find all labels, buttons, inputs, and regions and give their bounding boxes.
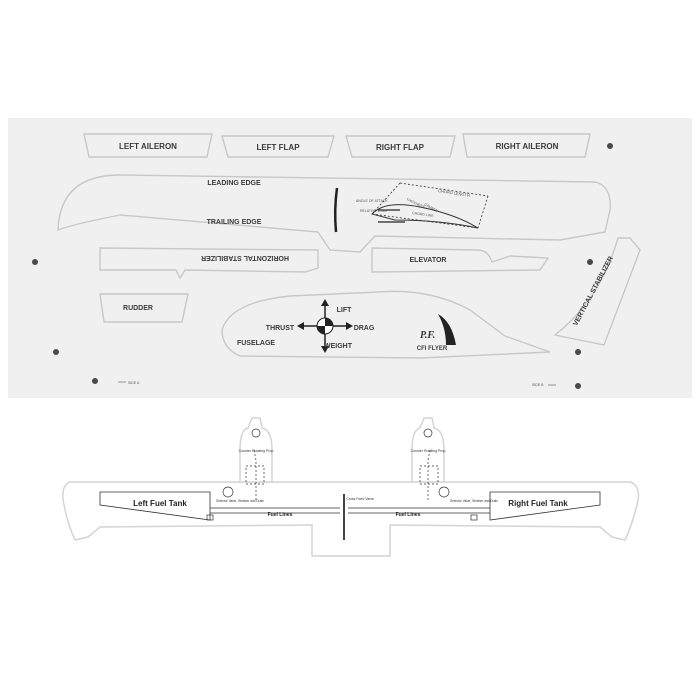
rudder-label: RUDDER xyxy=(123,305,153,312)
left-aileron-label: LEFT AILERON xyxy=(119,142,177,151)
left-flap-piece xyxy=(221,135,335,158)
fuselage-label: FUSELAGE xyxy=(237,340,275,347)
right-fuel-tank xyxy=(489,491,601,521)
thrust-label: THRUST xyxy=(266,325,295,332)
left-tank-label: Left Fuel Tank xyxy=(133,499,187,508)
left-fuel-pump xyxy=(245,465,265,485)
airfoil-shape xyxy=(371,204,479,229)
fuselage-piece xyxy=(221,290,551,359)
left-selector-label: Selector Valve, Strainer and Drain xyxy=(216,499,264,503)
relative-wind-label: RELATIVE WIND xyxy=(360,209,387,213)
drag-label: DRAG xyxy=(354,325,375,332)
angle-of-attack-label: ANGLE OF ATTACK xyxy=(356,199,388,203)
left-selector-valve xyxy=(222,486,234,498)
wing-slot xyxy=(333,187,339,233)
side-a-label: SIDE A xyxy=(128,381,140,385)
mounting-holes xyxy=(32,143,613,389)
right-flap-piece xyxy=(345,135,456,158)
fuel-wing-outline xyxy=(62,481,640,557)
tabs-outlines xyxy=(83,133,591,158)
cutout-sheet: LEFT AILERON LEFT FLAP RIGHT FLAP RIGHT … xyxy=(8,118,692,398)
right-aileron-label: RIGHT AILERON xyxy=(496,142,559,151)
hole xyxy=(587,259,593,265)
right-flap-label: RIGHT FLAP xyxy=(376,143,425,152)
fuel-system-wing: Left Fuel Tank Right Fuel Tank Counter R… xyxy=(62,417,640,557)
hole xyxy=(575,383,581,389)
elevator-piece xyxy=(371,247,550,273)
chord-length-label: CHORD LENGTH xyxy=(438,188,471,198)
left-aileron-piece xyxy=(83,133,213,158)
right-fuel-pump xyxy=(419,465,439,485)
trailing-edge-label: TRAILING EDGE xyxy=(207,219,262,226)
right-tank-label: Right Fuel Tank xyxy=(508,499,568,508)
lift-label: LIFT xyxy=(337,307,352,314)
side-b-label: SIDE B xyxy=(532,383,544,387)
hole xyxy=(575,349,581,355)
wing-piece xyxy=(57,174,611,253)
right-selector-label: Selector Valve, Strainer and Drain xyxy=(450,499,498,503)
chord-line-label: CHORD LINE xyxy=(412,211,435,218)
hole xyxy=(92,378,98,384)
leading-edge-label: LEADING EDGE xyxy=(207,180,261,187)
logo-text: P.F. xyxy=(420,330,435,341)
left-prop-label: Counter Rotating Prop xyxy=(239,449,274,453)
right-selector-valve xyxy=(438,486,450,498)
chord-length-line xyxy=(399,182,489,197)
left-prop-hub xyxy=(251,428,261,438)
hole xyxy=(53,349,59,355)
vertical-stabilizer-piece xyxy=(553,237,641,346)
rudder-piece xyxy=(99,293,189,323)
left-fuel-lines-label: Fuel Lines xyxy=(268,512,293,518)
chord-line xyxy=(371,213,479,229)
right-aileron-piece xyxy=(462,133,591,158)
horizontal-stabilizer-piece xyxy=(99,247,319,280)
hole xyxy=(607,143,613,149)
four-forces-diagram: LIFT THRUST DRAG WEIGHT xyxy=(266,299,375,353)
logo-swoosh xyxy=(438,314,456,345)
right-fuel-lines-label: Fuel Lines xyxy=(396,512,421,518)
horizontal-stabilizer-label: HORIZONTAL STABILIZER xyxy=(201,254,289,261)
sheet-background xyxy=(8,118,692,398)
right-prop-hub xyxy=(423,428,433,438)
left-flap-label: LEFT FLAP xyxy=(256,143,300,152)
camber-label: CAMBER xyxy=(424,202,439,213)
weight-label: WEIGHT xyxy=(324,343,353,350)
right-prop-label: Counter Rotating Prop xyxy=(411,449,446,453)
brand-logo: P.F. CFI FLYER xyxy=(417,314,456,352)
hole xyxy=(32,259,38,265)
fuel-lines-diagram xyxy=(206,428,490,521)
elevator-label: ELEVATOR xyxy=(410,257,447,264)
cross-feed-label: Cross Feed Valve xyxy=(346,497,374,501)
brand-subtitle: CFI FLYER xyxy=(417,346,448,352)
